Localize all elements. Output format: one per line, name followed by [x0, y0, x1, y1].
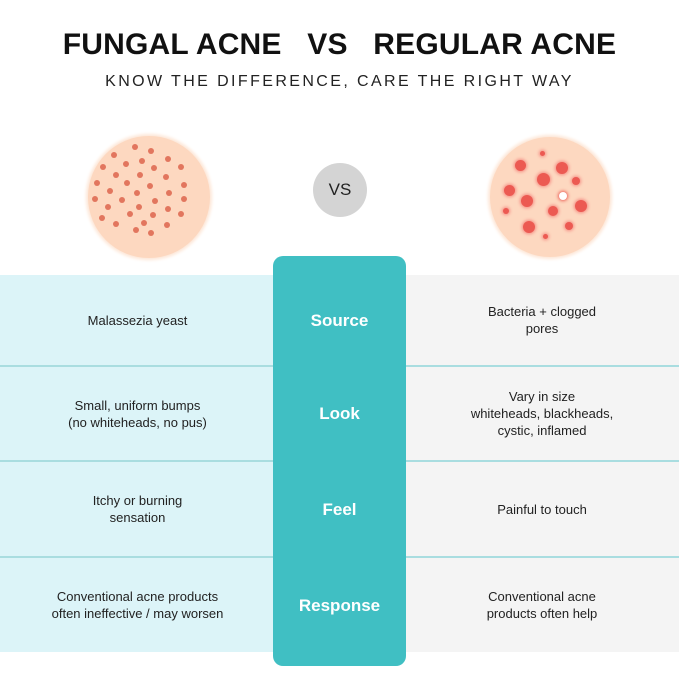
pimple-dot [521, 195, 533, 207]
pimple-dot [565, 222, 573, 230]
pimple-dot [133, 227, 139, 233]
pimple-dot [504, 185, 515, 196]
pimple-dot [503, 208, 509, 214]
pimple-dot [111, 152, 117, 158]
comparison-row-source: Malassezia yeast Source Bacteria + clogg… [0, 275, 679, 365]
category-label: Look [319, 404, 360, 423]
pimple-dot [119, 197, 125, 203]
pimple-dot [178, 164, 184, 170]
pimple-dot [137, 172, 143, 178]
regular-acne-skin-icon [490, 137, 610, 257]
pimple-dot [136, 204, 142, 210]
pimple-dot [556, 162, 568, 174]
pimple-dot [148, 148, 154, 154]
pimple-dot [540, 151, 545, 156]
pimple-dot [537, 173, 550, 186]
pimple-dot [178, 211, 184, 217]
regular-column-background [405, 275, 679, 652]
regular-cell: Vary in size whiteheads, blackheads, cys… [470, 389, 614, 438]
pimple-dot [99, 215, 105, 221]
pimple-dot [100, 164, 106, 170]
pimple-dot [523, 221, 535, 233]
pimple-dot [559, 192, 567, 200]
pimple-dot [181, 196, 187, 202]
comparison-row-look: Small, uniform bumps (no whiteheads, no … [0, 367, 679, 460]
pimple-dot [105, 204, 111, 210]
pimple-dot [548, 206, 558, 216]
fungal-cell: Itchy or burning sensation [92, 493, 183, 525]
pimple-dot [134, 190, 140, 196]
pimple-dot [124, 180, 130, 186]
pimple-dot [165, 156, 171, 162]
pimple-dot [127, 211, 133, 217]
fungal-column-background [0, 275, 275, 652]
page-title: FUNGAL ACNE VS REGULAR ACNE [62, 28, 617, 61]
regular-cell: Painful to touch [497, 501, 587, 517]
page-subtitle: KNOW THE DIFFERENCE, CARE THE RIGHT WAY [105, 73, 574, 90]
pimple-dot [107, 188, 113, 194]
pimple-dot [113, 172, 119, 178]
pimple-dot [94, 180, 100, 186]
regular-cell: Conventional acne products often help [486, 589, 598, 621]
fungal-cell: Malassezia yeast [87, 312, 188, 328]
pimple-dot [123, 161, 129, 167]
pimple-dot [147, 183, 153, 189]
pimple-dot [139, 158, 145, 164]
regular-cell: Bacteria + clogged pores [487, 304, 597, 336]
category-label: Feel [322, 499, 357, 519]
pimple-dot [152, 198, 158, 204]
pimple-dot [151, 165, 157, 171]
pimple-dot [150, 212, 156, 218]
pimple-dot [113, 221, 119, 227]
category-label: Response [298, 595, 381, 615]
pimple-dot [543, 234, 548, 239]
vs-label: VS [328, 180, 352, 199]
pimple-dot [166, 190, 172, 196]
fungal-acne-skin-icon [88, 136, 210, 258]
fungal-cell: Conventional acne products often ineffec… [51, 589, 224, 621]
pimple-dot [165, 206, 171, 212]
pimple-dot [141, 220, 147, 226]
pimple-dot [92, 196, 98, 202]
vs-badge: VS [313, 163, 367, 217]
comparison-row-feel: Itchy or burning sensation Feel Painful … [0, 462, 679, 556]
pimple-dot [164, 222, 170, 228]
category-label: Source [310, 310, 369, 330]
pimple-dot [515, 160, 526, 171]
pimple-dot [132, 144, 138, 150]
pimple-dot [148, 230, 154, 236]
pimple-dot [181, 182, 187, 188]
fungal-cell: Small, uniform bumps (no whiteheads, no … [68, 397, 207, 430]
pimple-dot [163, 174, 169, 180]
pimple-dot [575, 200, 587, 212]
pimple-dot [572, 177, 580, 185]
category-column [273, 256, 406, 666]
comparison-row-response: Conventional acne products often ineffec… [0, 558, 679, 652]
